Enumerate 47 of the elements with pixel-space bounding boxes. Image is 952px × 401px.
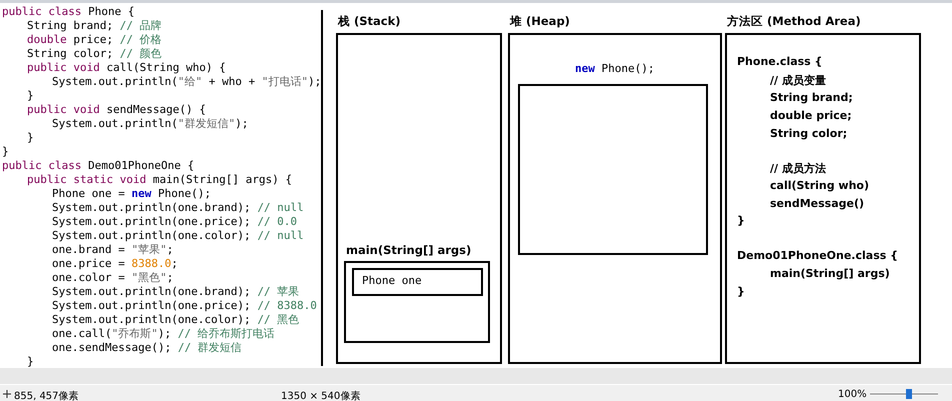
class-text-line: double price;	[770, 109, 852, 122]
code-line: one.brand = "苹果";	[52, 243, 174, 257]
class-text-line: }	[737, 285, 745, 298]
code-line: String brand; // 品牌	[27, 19, 162, 33]
object-heading: new Phone();	[575, 62, 654, 75]
class-text-line: Phone.class {	[737, 55, 822, 68]
status-text: 1350 × 540像素	[281, 390, 360, 401]
class-text-line: // 成员方法	[770, 161, 826, 176]
class-text-line: }	[737, 214, 745, 227]
frame-heading: main(String[] args)	[346, 243, 472, 257]
status-text: 855, 457像素	[14, 390, 79, 401]
code-line: System.out.println(one.brand); // 苹果	[52, 285, 300, 299]
code-line: }	[27, 355, 34, 369]
variable-text: Phone one	[362, 274, 422, 287]
code-line: Phone one = new Phone();	[52, 187, 211, 201]
code-line: System.out.println("群发短信");	[52, 117, 248, 131]
class-text-line: String color;	[770, 127, 848, 140]
code-line: }	[27, 131, 34, 145]
class-text-line: // 成员变量	[770, 73, 826, 88]
class-text-line: String brand;	[770, 91, 853, 104]
method-area-heading: 方法区 (Method Area)	[727, 14, 861, 29]
code-line: System.out.println(one.price); // 8388.0	[52, 299, 317, 313]
code-line: public void sendMessage() {	[27, 103, 206, 117]
code-line: }	[2, 145, 9, 159]
code-line: public class Phone {	[2, 5, 134, 19]
code-line: public static void main(String[] args) {	[27, 173, 292, 187]
class-text-line: Demo01PhoneOne.class {	[737, 249, 898, 262]
code-line: System.out.println(one.color); // null	[52, 229, 304, 243]
status-text: 100%	[838, 389, 867, 400]
code-line: System.out.println(one.color); // 黑色	[52, 313, 300, 327]
code-line: one.color = "黑色";	[52, 271, 174, 285]
code-line: public void call(String who) {	[27, 61, 226, 75]
code-line: String color; // 颜色	[27, 47, 162, 61]
stack-heading: 栈 (Stack)	[338, 14, 401, 29]
code-line: }	[27, 89, 34, 103]
code-line: System.out.println(one.brand); // null	[52, 201, 304, 215]
code-line: one.sendMessage(); // 群发短信	[52, 341, 242, 355]
heap-heading: 堆 (Heap)	[510, 14, 570, 29]
code-line: System.out.println("给" + who + "打电话");	[52, 75, 322, 89]
class-text-line: sendMessage()	[770, 197, 864, 210]
class-text-line: main(String[] args)	[770, 267, 890, 280]
code-line: double price; // 价格	[27, 33, 162, 47]
code-line: one.price = 8388.0;	[52, 257, 178, 271]
code-line: one.call("乔布斯"); // 给乔布斯打电话	[52, 327, 275, 341]
code-line: public class Demo01PhoneOne {	[2, 159, 194, 173]
class-text-line: call(String who)	[770, 179, 869, 192]
code-line: System.out.println(one.price); // 0.0	[52, 215, 298, 229]
